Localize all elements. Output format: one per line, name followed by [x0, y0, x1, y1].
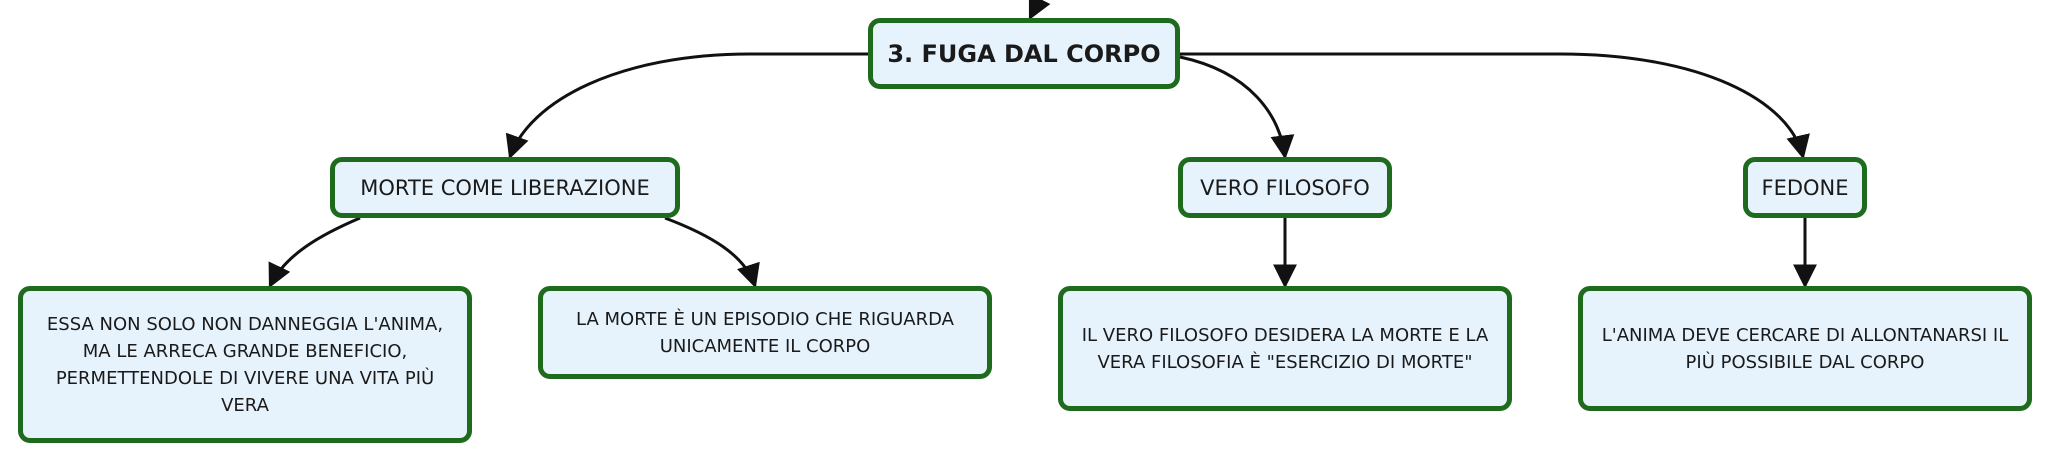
leaf-node-text: IL VERO FILOSOFO DESIDERA LA MORTE E LA … — [1081, 324, 1489, 373]
branch-node-label: MORTE COME LIBERAZIONE — [360, 175, 650, 200]
leaf-node-morte-episodio[interactable]: LA MORTE È UN EPISODIO CHE RIGUARDA UNIC… — [538, 286, 992, 379]
connector-incoming-root — [1028, 0, 1051, 21]
connector-morte-to-leaf1 — [268, 216, 361, 289]
connector-root-to-filosofo — [1179, 55, 1295, 160]
branch-node-morte-come-liberazione[interactable]: MORTE COME LIBERAZIONE — [330, 157, 680, 218]
root-node-label: 3. FUGA DAL CORPO — [887, 39, 1161, 68]
leaf-node-text: ESSA NON SOLO NON DANNEGGIA L'ANIMA, MA … — [46, 313, 444, 416]
leaf-node-text: LA MORTE È UN EPISODIO CHE RIGUARDA UNIC… — [576, 308, 954, 357]
branch-node-label: VERO FILOSOFO — [1200, 175, 1370, 200]
root-node[interactable]: 3. FUGA DAL CORPO — [868, 18, 1180, 89]
connector-morte-to-leaf2 — [664, 216, 760, 289]
branch-node-vero-filosofo[interactable]: VERO FILOSOFO — [1178, 157, 1392, 218]
leaf-node-text: L'ANIMA DEVE CERCARE DI ALLONTANARSI IL … — [1601, 324, 2009, 373]
leaf-node-morte-beneficio[interactable]: ESSA NON SOLO NON DANNEGGIA L'ANIMA, MA … — [18, 286, 472, 443]
connector-root-to-fedone — [1180, 52, 1810, 160]
leaf-node-fedone[interactable]: L'ANIMA DEVE CERCARE DI ALLONTANARSI IL … — [1578, 286, 2032, 411]
branch-node-label: FEDONE — [1761, 175, 1849, 200]
connector-root-to-morte — [505, 52, 868, 160]
leaf-node-vero-filosofo[interactable]: IL VERO FILOSOFO DESIDERA LA MORTE E LA … — [1058, 286, 1512, 411]
branch-node-fedone[interactable]: FEDONE — [1743, 157, 1867, 218]
